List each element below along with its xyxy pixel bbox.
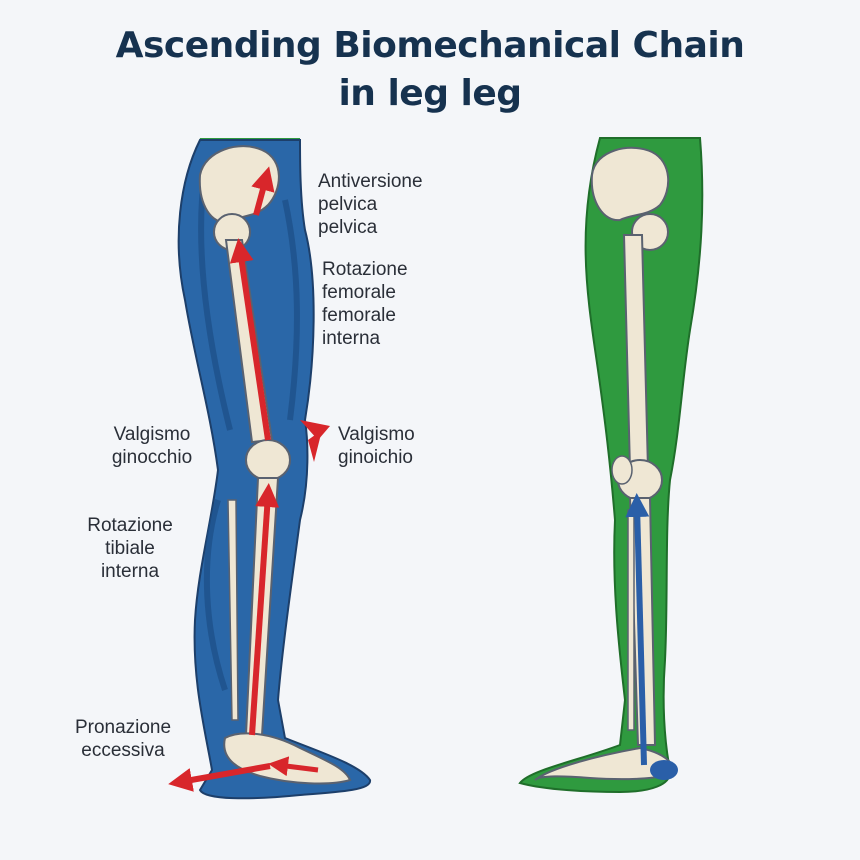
label-pelvis-line-3: pelvica [318,217,378,238]
title-line-1: Ascending Biomechanical Chain [115,25,745,66]
label-tibia-line-3: interna [100,561,160,582]
label-knee-left: Valgismo ginocchio [92,423,212,469]
label-foot: Pronazione eccessiva [58,716,188,762]
label-foot-line-1: Pronazione [74,717,172,738]
arrow-pelvis [251,166,275,216]
arrow-foot-2 [268,756,319,777]
right-leg [518,137,704,794]
label-tibia-line-2: tibiale [105,538,155,559]
title-line-2: in leg leg [338,73,522,114]
arrow-knee-left [300,420,330,440]
label-pelvis-line-2: pelvica [318,194,378,215]
diagram-title: Ascending Biomechanical Chain in leg leg [0,22,860,118]
label-tibia: Rotazione tibiale interna [70,514,190,583]
left-fibula [227,499,239,721]
label-femur-line-2: femorale [322,282,396,303]
right-heel [650,760,678,780]
label-pelvis-line-1: Antiversione [318,171,423,192]
label-knee-left-line-1: Valgismo [113,424,191,445]
label-knee-right-line-1: Valgismo [338,424,415,445]
label-femur-line-4: interna [322,328,381,349]
arrow-tibia [249,483,280,736]
label-pelvis: Antiversione pelvica pelvica [318,170,423,239]
arrow-foot [168,763,271,792]
label-femur-line-3: femorale [322,305,396,326]
left-calf-muscle [203,499,228,691]
left-knee [245,439,291,481]
label-femur: Rotazione femorale femorale interna [322,258,408,350]
label-foot-line-2: eccessiva [81,740,165,761]
label-knee-left-line-2: ginocchio [111,447,193,468]
right-leg-silhouette [518,137,704,794]
arrow-femur [229,238,271,441]
label-tibia-line-1: Rotazione [87,515,173,536]
left-hamstring-muscle [282,199,300,421]
arrow-right-tibia [625,493,650,766]
right-patella [611,455,633,485]
label-knee-right-line-2: ginoichio [338,447,413,468]
right-fibula [627,509,635,731]
right-pelvis-bone [590,146,670,222]
left-leg [168,138,371,800]
label-femur-line-1: Rotazione [322,259,408,280]
label-knee-right: Valgismo ginoichio [338,423,415,469]
